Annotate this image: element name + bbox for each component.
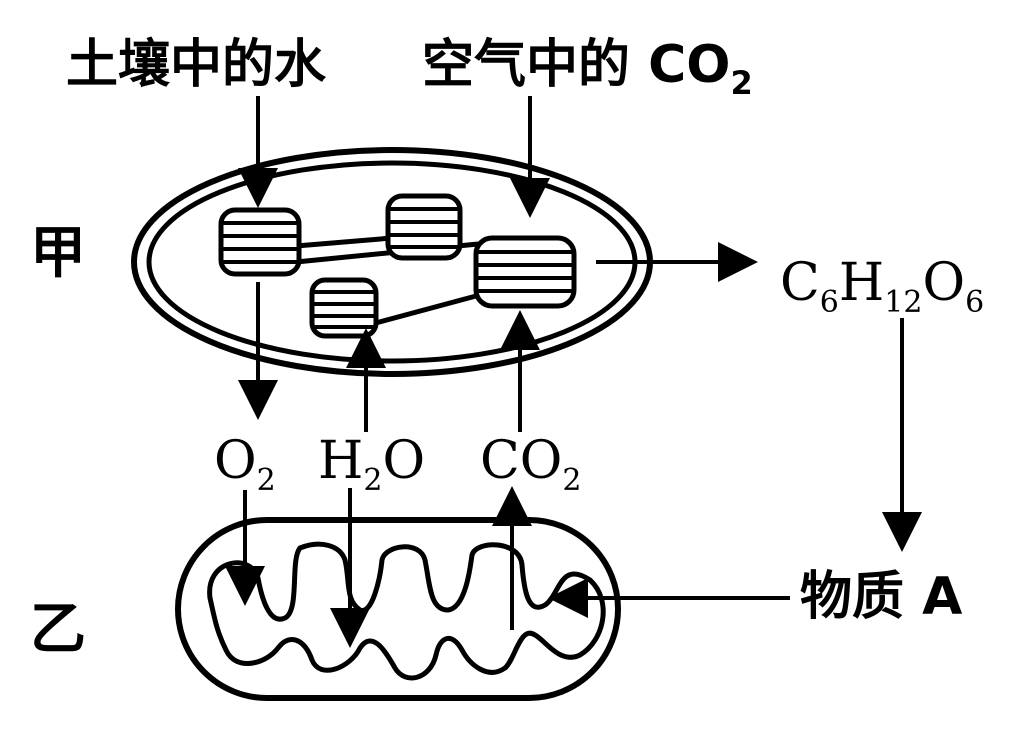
mitochondrion-cristae [207,541,606,681]
lamella [295,235,393,249]
label-air-co2: 空气中的 CO2 [422,35,753,102]
granum [218,207,302,277]
granum [385,193,463,261]
lamella [371,293,477,327]
granum [473,235,577,309]
label-organelle-a: 甲 [30,221,86,286]
label-h2o: H2O [318,431,425,498]
granum [309,277,379,339]
label-glucose: C6H12O6 [780,253,984,320]
label-soil-water: 土壤中的水 [66,35,327,95]
chloroplast [131,147,653,377]
label-co2: CO2 [480,431,582,498]
label-substance-a: 物质 A [800,567,962,627]
label-organelle-b: 乙 [30,597,86,662]
mitochondrion-outer-membrane [175,517,621,701]
label-o2: O2 [214,431,276,498]
